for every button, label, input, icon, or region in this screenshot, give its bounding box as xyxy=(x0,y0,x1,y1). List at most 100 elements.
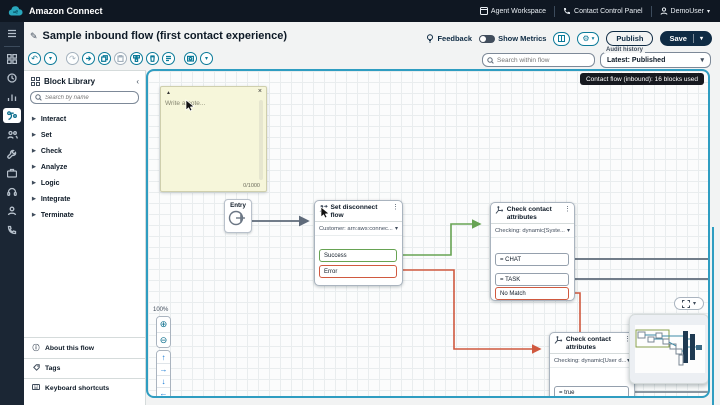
block-check-contact-attributes-1[interactable]: Check contact attributes ⋮ Checking: dyn… xyxy=(490,202,575,301)
group-button[interactable] xyxy=(130,52,143,65)
category-terminate[interactable]: ▶Terminate xyxy=(32,211,74,219)
pan-down-button[interactable]: ↓ xyxy=(157,375,170,387)
collapse-panel-button[interactable]: ‹ xyxy=(136,77,139,86)
sidebar-item-modules[interactable] xyxy=(3,165,21,180)
more-menu-icon[interactable]: ⋮ xyxy=(624,336,631,343)
tag-icon xyxy=(32,364,40,373)
delete-button[interactable] xyxy=(146,52,159,65)
contact-control-panel-link[interactable]: Contact Control Panel xyxy=(563,7,643,15)
toggle-off[interactable] xyxy=(479,34,496,43)
search-icon xyxy=(35,94,42,101)
pan-right-button[interactable]: → xyxy=(157,363,170,375)
chevron-right-icon: ▶ xyxy=(32,212,36,218)
category-interact[interactable]: ▶Interact xyxy=(32,115,67,123)
zoom-in-button[interactable]: ⊕ xyxy=(157,317,170,332)
chevron-down-icon: ▾ xyxy=(566,228,570,235)
settings-menu-button[interactable]: ⚙ ▾ xyxy=(577,31,600,46)
brand-name: Amazon Connect xyxy=(29,6,103,16)
flow-search[interactable] xyxy=(482,53,595,67)
edit-icon[interactable]: ✎ xyxy=(30,30,38,41)
brand[interactable]: Amazon Connect xyxy=(0,5,103,17)
note-scrollbar[interactable] xyxy=(259,100,263,180)
agent-workspace-link[interactable]: Agent Workspace xyxy=(479,7,546,15)
output-true[interactable]: = true xyxy=(554,386,629,396)
more-menu-icon[interactable]: ⋮ xyxy=(392,204,399,211)
paste-button[interactable] xyxy=(114,52,127,65)
category-check[interactable]: ▶Check xyxy=(32,147,62,155)
user-menu[interactable]: DemoUser ▾ xyxy=(660,7,710,15)
sidebar-item-users[interactable] xyxy=(3,127,21,142)
undo-menu-button[interactable]: ▾ xyxy=(44,52,57,65)
minimap[interactable] xyxy=(629,314,708,384)
tags-button[interactable]: Tags xyxy=(24,358,145,378)
feedback-button[interactable]: Feedback xyxy=(426,34,472,43)
bar-chart-icon xyxy=(7,94,17,101)
output-task[interactable]: = TASK xyxy=(495,273,569,286)
sticky-note[interactable]: ▲ × Write a note... 0/1000 xyxy=(160,86,267,192)
copy-button[interactable] xyxy=(98,52,111,65)
save-button[interactable]: Save▾ xyxy=(660,31,712,46)
sidebar-item-channels[interactable] xyxy=(3,222,21,237)
menu-button[interactable] xyxy=(3,26,21,41)
chevron-right-icon: ▶ xyxy=(32,148,36,154)
category-analyze[interactable]: ▶Analyze xyxy=(32,163,68,171)
skip-button[interactable] xyxy=(82,52,95,65)
trash-icon xyxy=(150,55,155,62)
show-metrics-toggle[interactable]: Show Metrics xyxy=(479,34,546,43)
undo-button[interactable]: ↶ xyxy=(28,52,41,65)
sidebar-item-history[interactable] xyxy=(3,70,21,85)
block-parameter-select[interactable]: Checking: dynamic[User d...▾ xyxy=(550,354,634,369)
chevron-right-icon: ▶ xyxy=(32,116,36,122)
publish-button[interactable]: Publish xyxy=(606,31,654,46)
category-set[interactable]: ▶Set xyxy=(32,131,52,139)
pan-up-button[interactable]: ↑ xyxy=(157,351,170,363)
flow-toolbar: ↶ ▾ ↷ ▾ xyxy=(28,52,213,65)
search-icon xyxy=(487,56,494,64)
sidebar-item-flows[interactable] xyxy=(3,108,21,123)
output-error[interactable]: Error xyxy=(319,265,397,278)
search-within-flow-input[interactable] xyxy=(497,56,587,64)
audit-history-select[interactable]: Latest: Published ▾ xyxy=(600,52,711,68)
note-placeholder[interactable]: Write a note... xyxy=(165,100,206,107)
close-icon[interactable]: × xyxy=(257,88,262,95)
left-navigation-rail xyxy=(0,22,24,405)
output-no-match[interactable]: No Match xyxy=(495,287,569,300)
block-set-disconnect-flow[interactable]: Set disconnect flow ⋮ Customer: arn:aws:… xyxy=(314,200,403,286)
zoom-out-button[interactable]: ⊖ xyxy=(157,332,170,347)
block-parameter-select[interactable]: Customer: arn:aws:connec...▾ xyxy=(315,222,402,237)
redo-button[interactable]: ↷ xyxy=(66,52,79,65)
pan-left-button[interactable]: ← xyxy=(157,387,170,396)
library-search-input[interactable] xyxy=(45,94,131,101)
sidebar-item-dashboard[interactable] xyxy=(3,51,21,66)
output-success[interactable]: Success xyxy=(319,249,397,262)
divider xyxy=(4,46,20,47)
chevron-down-icon: ▾ xyxy=(700,57,704,64)
keyboard-shortcuts-button[interactable]: Keyboard shortcuts xyxy=(24,378,145,397)
output-chat[interactable]: = CHAT xyxy=(495,253,569,266)
note-handle-icon[interactable]: ▲ xyxy=(166,90,171,96)
entry-block[interactable]: Entry xyxy=(224,199,252,233)
sidebar-item-agent-support[interactable] xyxy=(3,184,21,199)
users-icon xyxy=(6,130,18,139)
sidebar-item-metrics[interactable] xyxy=(3,89,21,104)
phone-call-icon xyxy=(7,225,17,234)
more-menu-icon[interactable]: ⋮ xyxy=(564,206,571,213)
category-logic[interactable]: ▶Logic xyxy=(32,179,60,187)
snapshot-menu-button[interactable]: ▾ xyxy=(200,52,213,65)
headset-icon xyxy=(7,187,17,196)
flow-canvas[interactable]: Contact flow (inbound): 16 blocks used ▲… xyxy=(146,69,710,398)
minimap-toggle-button[interactable]: ▾ xyxy=(674,297,704,310)
category-integrate[interactable]: ▶Integrate xyxy=(32,195,71,203)
block-parameter-select[interactable]: Checking: dynamic[Syste...▾ xyxy=(491,224,574,239)
library-search[interactable] xyxy=(30,91,139,104)
zoom-controls: ⊕ ⊖ xyxy=(156,316,171,348)
sidebar-item-routing[interactable] xyxy=(3,146,21,161)
layout-button[interactable] xyxy=(553,31,571,46)
snapshot-button[interactable] xyxy=(184,52,197,65)
notes-button[interactable] xyxy=(162,52,175,65)
info-icon: ⓘ xyxy=(32,345,40,352)
block-check-contact-attributes-2[interactable]: Check contact attributes ⋮ Checking: dyn… xyxy=(549,332,635,396)
sidebar-item-profile[interactable] xyxy=(3,203,21,218)
audit-history-label: Audit history xyxy=(604,47,645,53)
